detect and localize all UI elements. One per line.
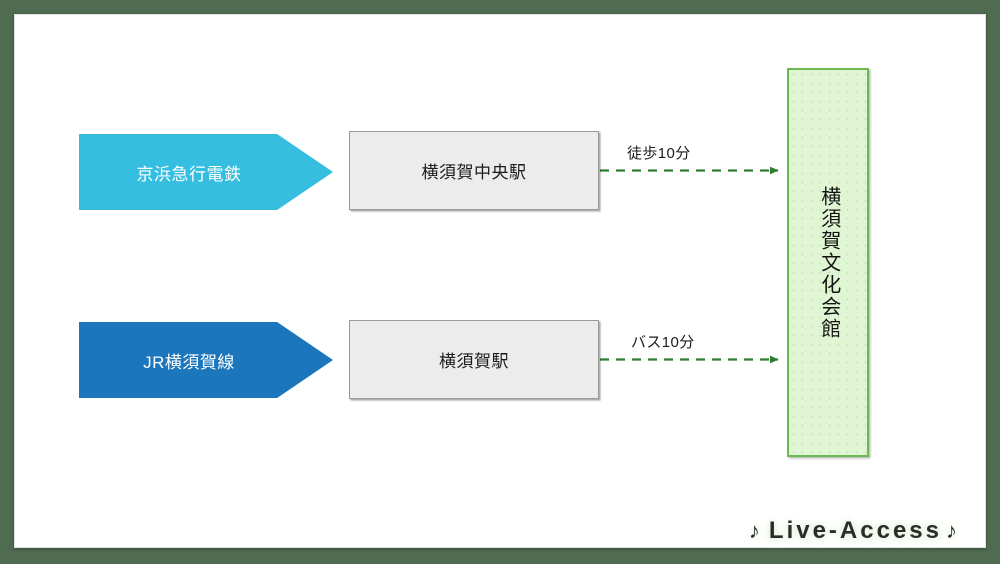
diagram-canvas: 京浜急行電鉄 JR横須賀線 横須賀中央駅 横須賀駅 徒歩10分 バス10分 横須… (15, 15, 987, 549)
line-label-jr: JR横須賀線 (143, 352, 235, 372)
station-label-yokosuka: 横須賀駅 (439, 352, 509, 371)
watermark-live-access: ♪ Live-Access ♪ (715, 511, 960, 551)
music-note-icon-right: ♪ (946, 518, 960, 543)
destination-label: 横須賀文化会館 (817, 185, 840, 340)
connector-label-bus: バス10分 (631, 334, 695, 351)
music-note-icon-left: ♪ (748, 518, 763, 543)
destination-box-venue[interactable]: 横須賀文化会館 (787, 68, 869, 457)
station-label-yokosuka-chuo: 横須賀中央駅 (421, 163, 527, 182)
line-chevron-jr[interactable]: JR横須賀線 (79, 322, 333, 398)
station-box-yokosuka[interactable]: 横須賀駅 (349, 320, 599, 399)
line-label-keikyu: 京浜急行電鉄 (136, 164, 242, 184)
diagram-card: 京浜急行電鉄 JR横須賀線 横須賀中央駅 横須賀駅 徒歩10分 バス10分 横須… (14, 14, 986, 548)
connector-label-walk: 徒歩10分 (627, 145, 691, 162)
station-box-yokosuka-chuo[interactable]: 横須賀中央駅 (349, 131, 599, 210)
line-chevron-keikyu[interactable]: 京浜急行電鉄 (79, 134, 333, 210)
watermark-text: Live-Access (768, 517, 942, 544)
